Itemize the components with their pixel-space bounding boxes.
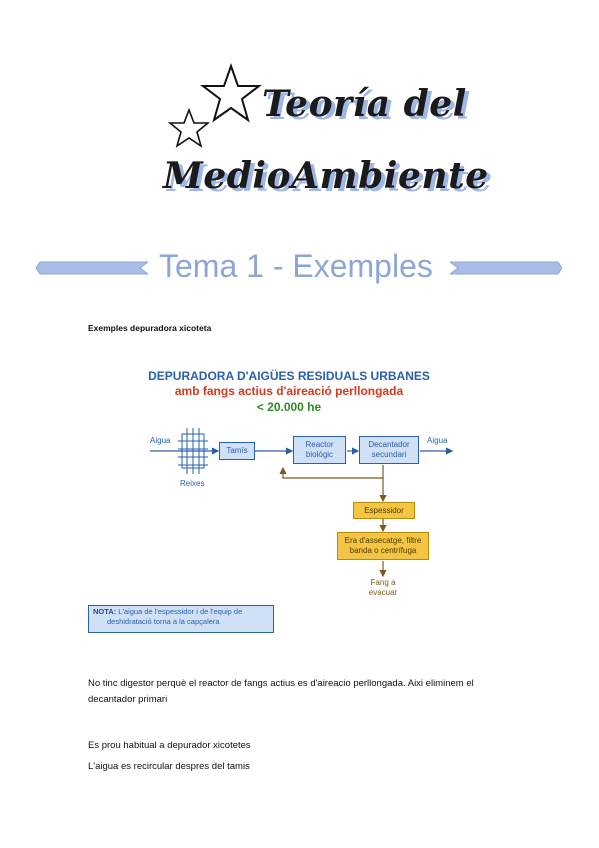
- note-box: NOTA: L'aigua de l'espessidor i de l'equ…: [88, 605, 274, 633]
- diagram-title-1: DEPURADORA D'AIGÜES RESIDUALS URBANES: [148, 369, 430, 383]
- paragraph-2: Es prou habitual a depurador xicotetes: [88, 740, 251, 751]
- reactor-label-1: Reactor: [305, 440, 334, 449]
- title-block: Teoría del MedioAmbiente: [0, 55, 599, 205]
- tema-heading: Tema 1 - Exemples: [0, 248, 599, 288]
- reixes-label: Reixes: [180, 479, 205, 488]
- decantador-label-1: Decantador: [368, 440, 410, 449]
- right-arrow-banner-icon: [450, 261, 562, 275]
- note-bold: NOTA:: [93, 607, 117, 616]
- note-line-2: deshidratació torna a la capçalera: [107, 617, 220, 626]
- reactor-label-2: biològic: [305, 450, 334, 459]
- input-water-label: Aigua: [150, 436, 171, 445]
- era-label-2: banda o centrífuga: [349, 546, 417, 555]
- star-icon: [200, 63, 262, 123]
- espessidor-box: Espessidor: [353, 502, 415, 519]
- output-water-label: Aigua: [427, 436, 448, 445]
- paragraph-1-line-1: No tinc digestor perquè el reactor de fa…: [88, 678, 474, 689]
- tema-title: Tema 1 - Exemples: [159, 248, 433, 284]
- tamis-label: Tamís: [226, 446, 248, 455]
- espessidor-label: Espessidor: [364, 506, 404, 515]
- tamis-box: Tamís: [219, 442, 255, 460]
- era-label-1: Era d'assecatge, filtre: [344, 536, 422, 545]
- era-box: Era d'assecatge, filtre banda o centrífu…: [337, 532, 429, 560]
- star-icon: [168, 108, 210, 148]
- fang-label-2: evacuar: [368, 588, 398, 597]
- reactor-box: Reactor biològic: [293, 436, 346, 464]
- paragraph-1-line-2: decantador primari: [88, 694, 168, 705]
- title-line-2: MedioAmbiente: [163, 155, 489, 197]
- decantador-box: Decantador secundari: [359, 436, 419, 464]
- fang-evacuar-label: Fang a evacuar: [361, 578, 405, 598]
- diagram-title-2: amb fangs actius d'aireació perllongada: [174, 384, 404, 398]
- note-line-1: L'aigua de l'espessidor i de l'equip de: [118, 607, 243, 616]
- section-heading: Exemples depuradora xicoteta: [88, 323, 212, 333]
- diagram-title-3: < 20.000 he: [256, 400, 322, 414]
- title-line-1: Teoría del: [262, 83, 467, 125]
- paragraph-3: L'aigua es recircular despres del tamis: [88, 761, 250, 772]
- decantador-label-2: secundari: [371, 450, 407, 459]
- fang-label-1: Fang a: [370, 578, 396, 587]
- left-arrow-banner-icon: [36, 261, 148, 275]
